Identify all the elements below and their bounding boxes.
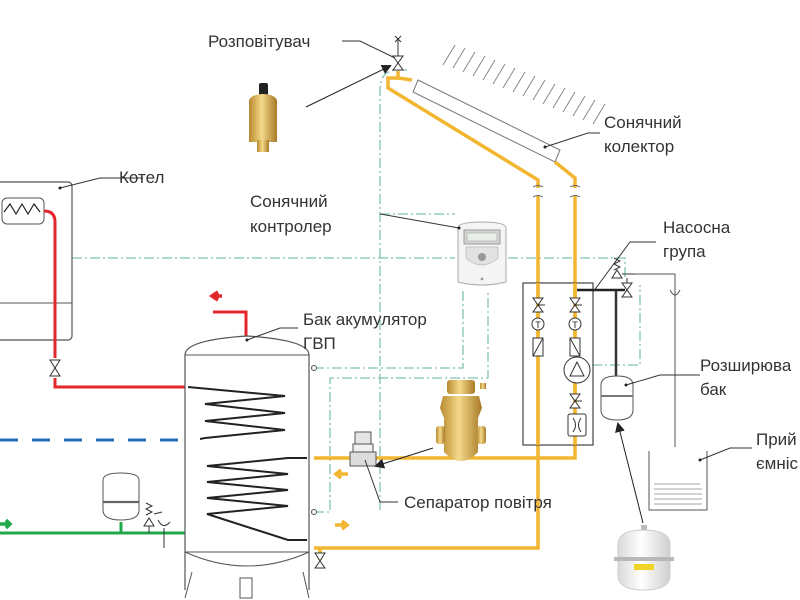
air-separator-symbol	[349, 431, 377, 467]
solar-expansion-tank	[600, 375, 634, 421]
heat-exchanger-zigzag-icon	[3, 202, 41, 216]
control-wires	[0, 69, 641, 513]
label-air-separator: Сепаратор повітря	[404, 493, 552, 512]
label-solar-controller-line2: контролер	[250, 217, 332, 236]
air-vent-product	[249, 83, 277, 152]
solar-collector	[412, 44, 606, 163]
label-pump-group-line1: Насосна	[663, 218, 731, 237]
thermometer-symbol-right: T	[572, 320, 578, 330]
boiler-valve	[49, 359, 61, 377]
label-air-vent: Розповітувач	[208, 32, 310, 51]
air-separator-pointer	[374, 447, 434, 469]
pump-group: T T	[522, 257, 681, 447]
thermometer-symbol-left: T	[535, 320, 541, 330]
receiving-vessel	[648, 451, 708, 511]
control-wire-right	[508, 257, 626, 280]
leader-expansion-tank	[625, 374, 700, 386]
air-vent-valve	[392, 35, 404, 71]
control-wire-collector-sensor	[379, 69, 410, 510]
small-expansion-vessel	[102, 472, 140, 521]
label-solar-collector-line1: Сонячний	[604, 113, 682, 132]
solar-return-arrow	[333, 468, 348, 480]
control-wire-tank-upper	[314, 290, 464, 369]
label-pump-group-line2: група	[663, 242, 706, 261]
expansion-tank-pointer	[615, 422, 644, 524]
leader-receiving-vessel	[699, 447, 752, 461]
label-tank-line2: ГВП	[303, 334, 336, 353]
safety-valve-group	[143, 502, 171, 548]
pipe-breaks	[532, 185, 581, 198]
sun-rays	[442, 44, 606, 125]
leader-air-vent	[342, 40, 396, 59]
label-boiler: Котел	[119, 168, 164, 187]
leader-separator	[364, 459, 398, 503]
solar-controller-device	[457, 221, 507, 286]
label-receiving-vessel-line2: ємніс	[756, 454, 799, 473]
expansion-tank-product	[614, 525, 674, 591]
leader-dots	[58, 145, 702, 462]
lower-coil	[206, 457, 307, 541]
hot-water-out-arrow	[208, 290, 222, 302]
label-expansion-tank-line1: Розширюва	[700, 356, 792, 375]
label-solar-collector-line2: колектор	[604, 137, 674, 156]
boiler-heat-exchanger	[1, 197, 45, 225]
pump-group-box	[522, 282, 594, 446]
control-wire-tank-lower	[314, 290, 489, 513]
cold-water-pipes	[0, 518, 185, 535]
boiler	[0, 181, 73, 341]
leader-tank	[246, 327, 298, 341]
leader-controller	[379, 213, 460, 229]
label-solar-controller-line1: Сонячний	[250, 192, 328, 211]
upper-coil	[187, 386, 286, 440]
air-separator-product	[436, 380, 486, 461]
label-receiving-vessel-line1: Прий	[756, 430, 797, 449]
label-expansion-tank-line2: бак	[700, 380, 727, 399]
leader-lines	[59, 40, 752, 503]
leader-pump-group	[592, 241, 656, 293]
boiler-loop-pipes	[43, 209, 248, 389]
cold-water-in-arrow	[0, 518, 13, 530]
storage-tank	[184, 335, 317, 599]
air-vent-pointer	[305, 65, 392, 108]
label-tank-line1: Бак акумулятор	[303, 310, 427, 329]
leader-collector	[544, 132, 600, 148]
leader-boiler	[59, 177, 143, 189]
solar-flow-arrow	[335, 519, 350, 531]
drain-valve	[314, 552, 326, 569]
